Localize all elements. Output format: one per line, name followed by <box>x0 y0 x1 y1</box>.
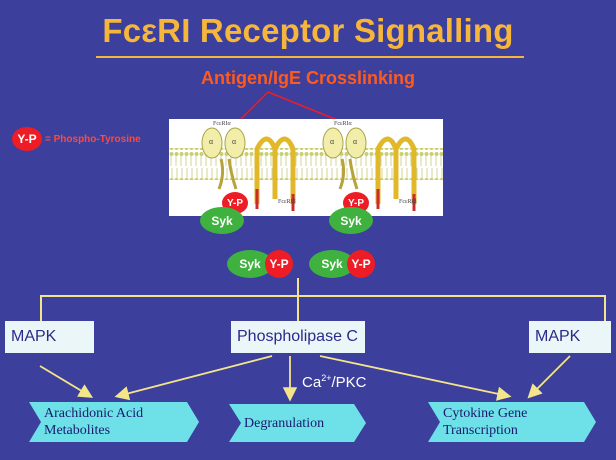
syk-kinase: Syk <box>200 207 244 234</box>
subtitle: Antigen/IgE Crosslinking <box>200 68 415 88</box>
receptor-alpha-label: FcεRIα <box>213 121 231 127</box>
mapk-left-box: MAPK <box>5 321 94 353</box>
page-title: FcεRI Receptor Signalling <box>102 12 514 49</box>
arachidonic-line-1: Arachidonic Acid <box>44 406 144 421</box>
syk-phospho-complex: Syk Y-P <box>227 250 293 278</box>
membrane-illustration <box>169 127 443 211</box>
cytokine-transcription-box: Cytokine Gene Transcription <box>428 402 596 442</box>
ca-label-sup: 2+ <box>321 373 332 383</box>
legend-text: = Phospho-Tyrosine <box>45 133 141 145</box>
phospho-tyrosine-badge: Y-P <box>12 127 42 151</box>
connector-line <box>297 295 299 321</box>
title-underline <box>96 56 524 58</box>
connector-line <box>40 295 606 297</box>
syk-phospho-complex: Syk Y-P <box>309 250 375 278</box>
connector-line <box>297 278 299 296</box>
mapk-right-box: MAPK <box>529 321 611 353</box>
domain-label: α <box>209 139 214 146</box>
ca-pkc-label: Ca2+/PKC <box>302 373 366 391</box>
degranulation-box: Degranulation <box>229 404 366 442</box>
ca-label-main: Ca <box>302 374 322 391</box>
domain-label: α <box>330 139 335 146</box>
receptor-alpha-label: FcεRIα <box>334 121 352 127</box>
phospho-tyrosine-badge: Y-P <box>347 250 375 278</box>
phospho-tyrosine-badge: Y-P <box>265 250 293 278</box>
domain-label: α <box>353 139 358 146</box>
connector-line <box>604 295 606 321</box>
receptor-beta-label: FcεRIβ <box>399 199 417 205</box>
arachidonic-acid-box: Arachidonic Acid Metabolites <box>29 402 199 442</box>
phospho-legend: Y-P = Phospho-Tyrosine <box>12 127 141 151</box>
ca-label-rest: /PKC <box>331 374 367 391</box>
connector-line <box>40 295 42 321</box>
cytokine-line-1: Cytokine Gene <box>443 406 528 421</box>
syk-kinase: Syk <box>329 207 373 234</box>
phospholipase-c-box: Phospholipase C <box>231 321 365 353</box>
syk-kinase: Syk <box>309 250 355 278</box>
arachidonic-line-2: Metabolites <box>44 423 111 438</box>
cytokine-line-2: Transcription <box>443 423 518 438</box>
domain-label: α <box>232 139 237 146</box>
receptor-beta-label: FcεRIβ <box>278 199 296 205</box>
membrane-panel: FcεRIα FcεRIα α α α α FcεRIβ FcεRIβ Y-P … <box>169 119 443 234</box>
pathway-arrows <box>39 355 571 402</box>
